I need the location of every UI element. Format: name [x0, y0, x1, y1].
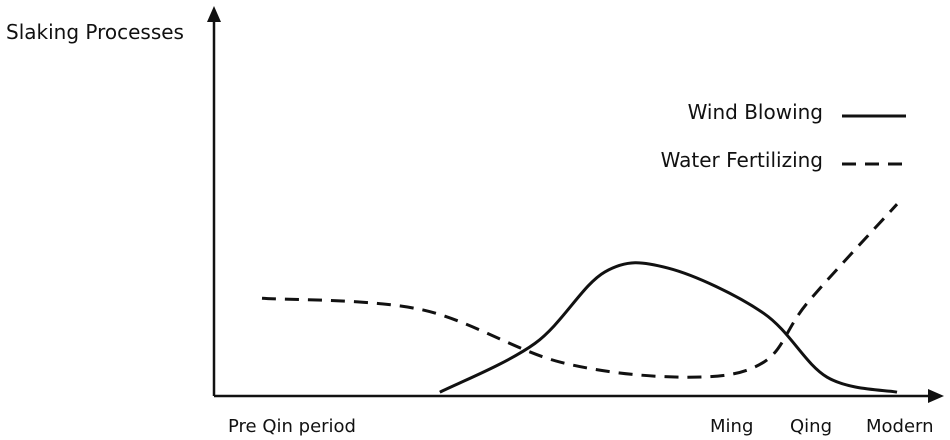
y-axis-arrow-icon [207, 6, 221, 22]
x-tick-label: Pre Qin period [228, 416, 356, 437]
legend-label-wind-blowing: Wind Blowing [688, 100, 823, 124]
legend: Wind Blowing Water Fertilizing [661, 100, 906, 172]
x-tick-label: Modern [866, 416, 934, 437]
x-tick-label: Qing [790, 416, 832, 437]
series-line-wind-blowing [439, 261, 898, 394]
x-axis-arrow-icon [928, 389, 944, 403]
legend-label-water-fertilizing: Water Fertilizing [661, 148, 823, 172]
x-tick-label: Ming [710, 416, 753, 437]
series-line-water-fertilizing [261, 203, 899, 379]
series-layer [261, 203, 899, 394]
y-axis-label: Slaking Processes [6, 20, 184, 44]
